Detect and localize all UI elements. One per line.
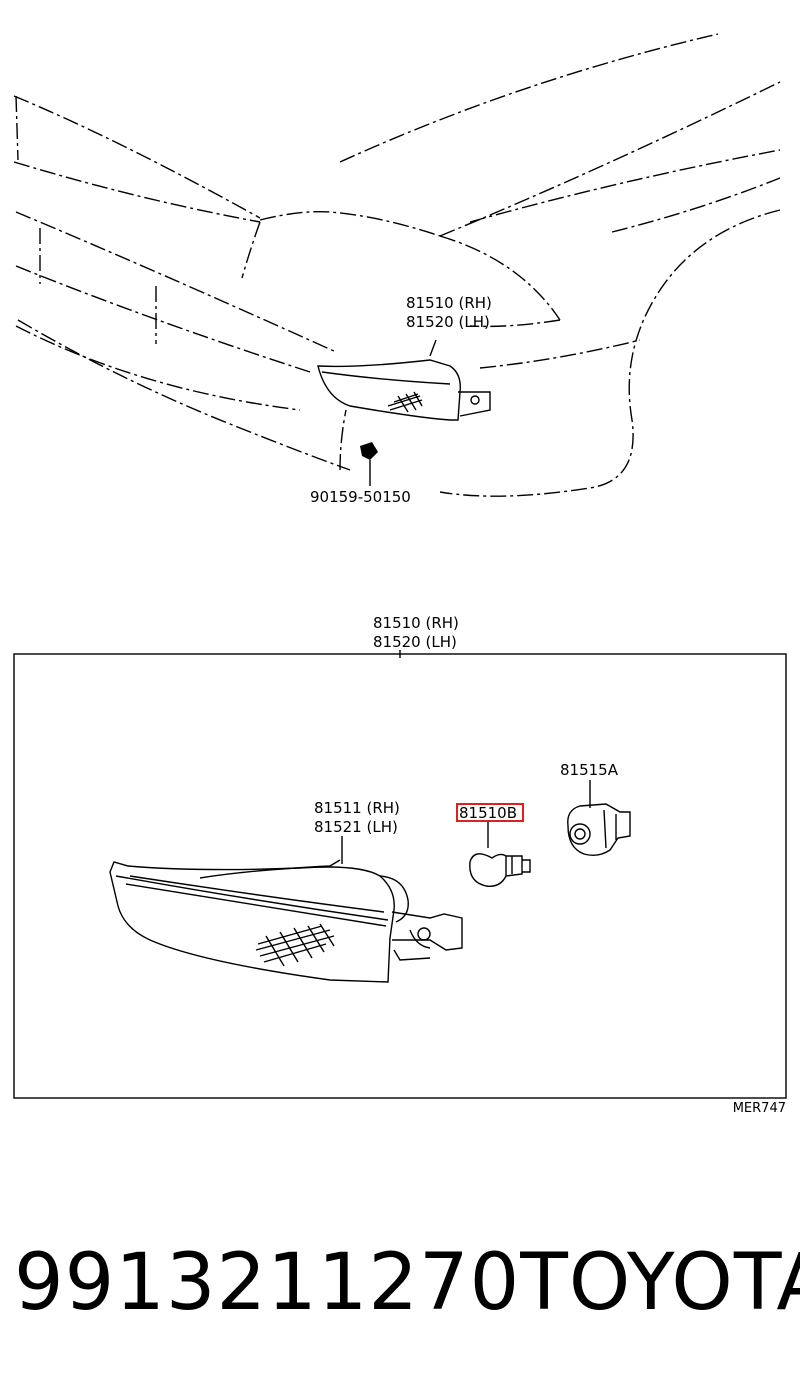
socket-label: 81515A — [560, 761, 619, 779]
assembly-label-lh: 81520 (LH) — [373, 633, 457, 651]
brand-name: TOYOTA — [520, 1238, 800, 1328]
assembly-label-rh: 81510 (RH) — [373, 614, 459, 632]
car-front-outline — [13, 33, 781, 497]
lens-label-lh: 81521 (LH) — [314, 818, 398, 836]
lens-label-rh: 81511 (RH) — [314, 799, 400, 817]
part-number: 9913211270 — [14, 1238, 521, 1328]
bulb-label: 81510B — [459, 804, 517, 822]
screw-icon — [360, 442, 378, 486]
parts-diagram: 81510 (RH) 81520 (LH) 90159-50150 81510 … — [13, 33, 787, 1116]
turn-signal-lamp-housing — [109, 859, 463, 983]
upper-lamp-label-lh: 81520 (LH) — [406, 313, 490, 331]
footer-caption: 9913211270 TOYOTA — [14, 1238, 800, 1328]
upper-lamp-label-rh: 81510 (RH) — [406, 294, 492, 312]
figure-code: MER747 — [733, 1101, 786, 1116]
upper-turn-signal-lamp — [317, 339, 491, 421]
screw-part-label: 90159-50150 — [310, 488, 411, 506]
bulb-icon — [469, 853, 531, 887]
bulb-label-highlight — [456, 803, 524, 822]
socket-icon — [567, 803, 631, 857]
detail-frame — [13, 653, 787, 1099]
